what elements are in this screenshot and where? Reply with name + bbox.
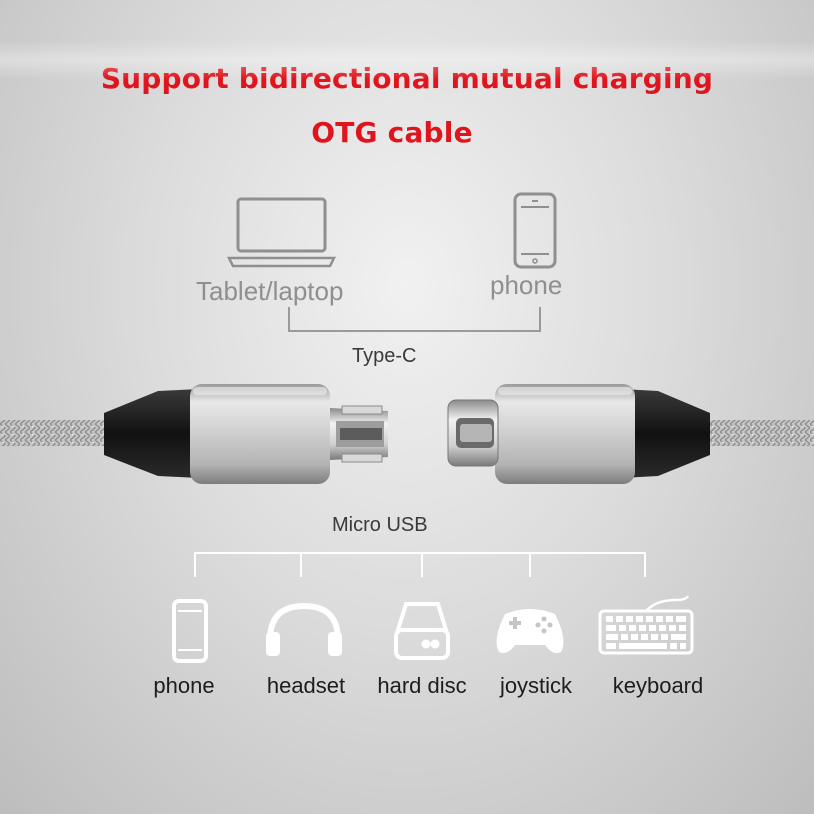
laptop-icon: [226, 197, 337, 268]
joystick-icon: [496, 609, 564, 654]
micro-device-label-hard-disc: hard disc: [377, 673, 467, 698]
headline-line-2: OTG cable: [311, 116, 473, 149]
headset-icon: [266, 602, 342, 656]
micro-device-label-headset: headset: [266, 673, 346, 698]
type-c-label: Type-C: [352, 345, 417, 367]
type-c-device-label-laptop: Tablet/laptop: [196, 276, 344, 306]
phone-icon-bottom: [172, 599, 208, 663]
micro-usb-label: Micro USB: [332, 514, 428, 536]
type-c-bracket: [288, 307, 541, 332]
hard-disc-icon: [394, 602, 450, 660]
phone-icon-top: [513, 192, 557, 269]
micro-device-label-keyboard: keyboard: [612, 673, 704, 698]
micro-usb-bracket: [194, 552, 646, 577]
micro-device-label-phone: phone: [153, 673, 215, 698]
type-c-device-label-phone: phone: [490, 270, 563, 300]
headline-line-1: Support bidirectional mutual charging: [100, 62, 714, 95]
type-c-plug: [447, 384, 814, 484]
micro-device-label-joystick: joystick: [499, 673, 573, 698]
keyboard-icon: [598, 595, 694, 655]
micro-usb-plug: [0, 384, 388, 484]
